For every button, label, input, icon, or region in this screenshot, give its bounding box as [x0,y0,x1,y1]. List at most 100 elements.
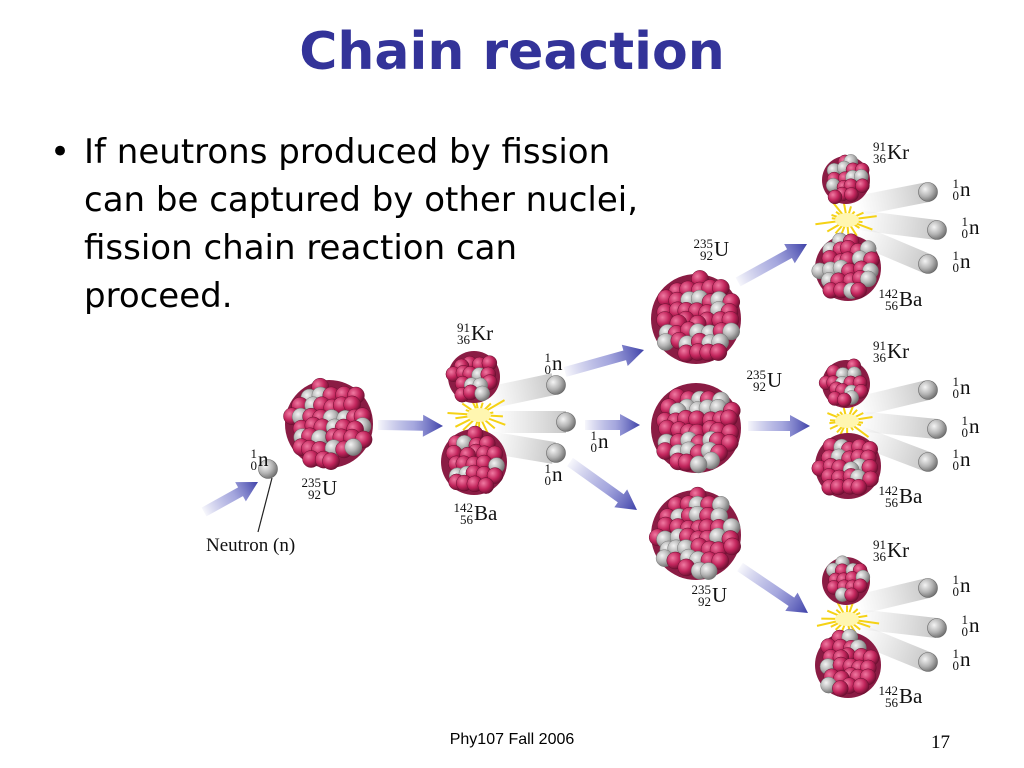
isotope-atomic-number: 0 [962,425,969,440]
isotope-atomic-number: 0 [953,386,960,401]
isotope-symbol: n [960,647,971,671]
reaction-arrow [377,414,444,437]
krypton-91-nucleus-gen3-1 [822,154,870,205]
bullet-item: • If neutrons produced by fission can be… [48,128,648,320]
isotope-atomic-number: 0 [953,658,960,673]
isotope-atomic-number: 0 [953,188,960,203]
isotope-atomic-number: 0 [545,362,552,377]
isotope-mass-number: 142 [879,683,899,698]
isotope-symbol: Ba [899,287,923,311]
isotope-atomic-number: 36 [873,350,887,365]
isotope-mass-number: 235 [302,475,322,490]
isotope-atomic-number: 92 [698,594,711,609]
barium-142-nucleus-gen3-2 [811,433,881,499]
isotope-mass-number: 1 [591,428,598,443]
isotope-atomic-number: 56 [460,512,474,527]
isotope-symbol: U [714,237,729,261]
isotope-mass-number: 1 [953,646,960,661]
isotope-symbol: n [969,414,980,438]
isotope-symbol: U [767,368,782,392]
released-neutron-gen3-2-1 [918,380,938,400]
isotope-symbol: n [960,573,971,597]
isotope-symbol: Ba [899,484,923,508]
reaction-arrow [563,344,645,377]
isotope-atomic-number: 0 [953,584,960,599]
isotope-symbol: Kr [887,538,909,562]
uranium-235-nucleus-initial [283,377,373,470]
barium-142-nucleus-gen3-3 [815,628,881,698]
isotope-mass-number: 91 [873,537,886,552]
neutron-callout-label: Neutron (n) [206,535,295,556]
neutron-trail [853,224,932,274]
isotope-symbol: n [969,215,980,239]
isotope-atomic-number: 0 [953,458,960,473]
isotope-symbol: Kr [887,140,909,164]
uranium-235-nucleus-bottom [648,486,741,580]
isotope-mass-number: 1 [953,248,960,263]
isotope-symbol: n [960,447,971,471]
isotope-atomic-number: 92 [753,379,766,394]
isotope-mass-number: 1 [953,176,960,191]
reaction-arrow [585,414,640,436]
isotope-atomic-number: 0 [251,458,258,473]
isotope-mass-number: 235 [694,236,714,251]
isotope-symbol: n [258,447,269,471]
isotope-symbol: n [552,462,563,486]
bullet-text: If neutrons produced by fission can be c… [84,132,639,316]
neutron-trail [492,411,566,433]
isotope-atomic-number: 56 [885,298,899,313]
isotope-atomic-number: 0 [953,260,960,275]
released-neutron-gen3-2-2 [927,419,947,439]
released-neutron-1 [546,375,566,395]
isotope-mass-number: 91 [873,139,886,154]
neutron-trail [854,380,931,417]
reaction-arrow [567,457,637,511]
isotope-symbol: n [598,429,609,453]
fission-flash-gen3-1 [815,197,877,243]
isotope-symbol: n [552,351,563,375]
isotope-mass-number: 1 [962,612,969,627]
isotope-atomic-number: 36 [873,151,887,166]
krypton-91-nucleus [445,351,500,403]
released-neutron-gen3-1-1 [918,182,938,202]
reaction-arrow [201,482,259,517]
neutron-callout: Neutron (n) [206,477,295,556]
isotope-mass-number: 235 [747,367,767,382]
released-neutron-gen3-3-2 [927,618,947,638]
isotope-symbol: Ba [474,501,498,525]
isotope-atomic-number: 56 [885,495,899,510]
isotope-mass-number: 1 [545,350,552,365]
krypton-91-nucleus-gen3-3 [822,555,871,605]
isotope-mass-number: 142 [879,483,899,498]
barium-142-nucleus-gen3-1 [811,232,881,301]
isotope-mass-number: 91 [457,320,470,335]
released-neutron-2 [556,412,576,432]
isotope-symbol: U [712,583,727,607]
isotope-symbol: n [969,613,980,637]
isotope-symbol: Kr [471,321,493,345]
fission-flashes [447,197,880,636]
isotope-atomic-number: 0 [545,473,552,488]
neutron-trail [855,182,930,216]
slide-title: Chain reaction [299,22,725,82]
released-neutron-gen3-1-3 [918,254,938,274]
isotope-atomic-number: 92 [700,248,713,263]
isotope-mass-number: 235 [692,582,712,597]
isotope-symbol: Ba [899,684,923,708]
